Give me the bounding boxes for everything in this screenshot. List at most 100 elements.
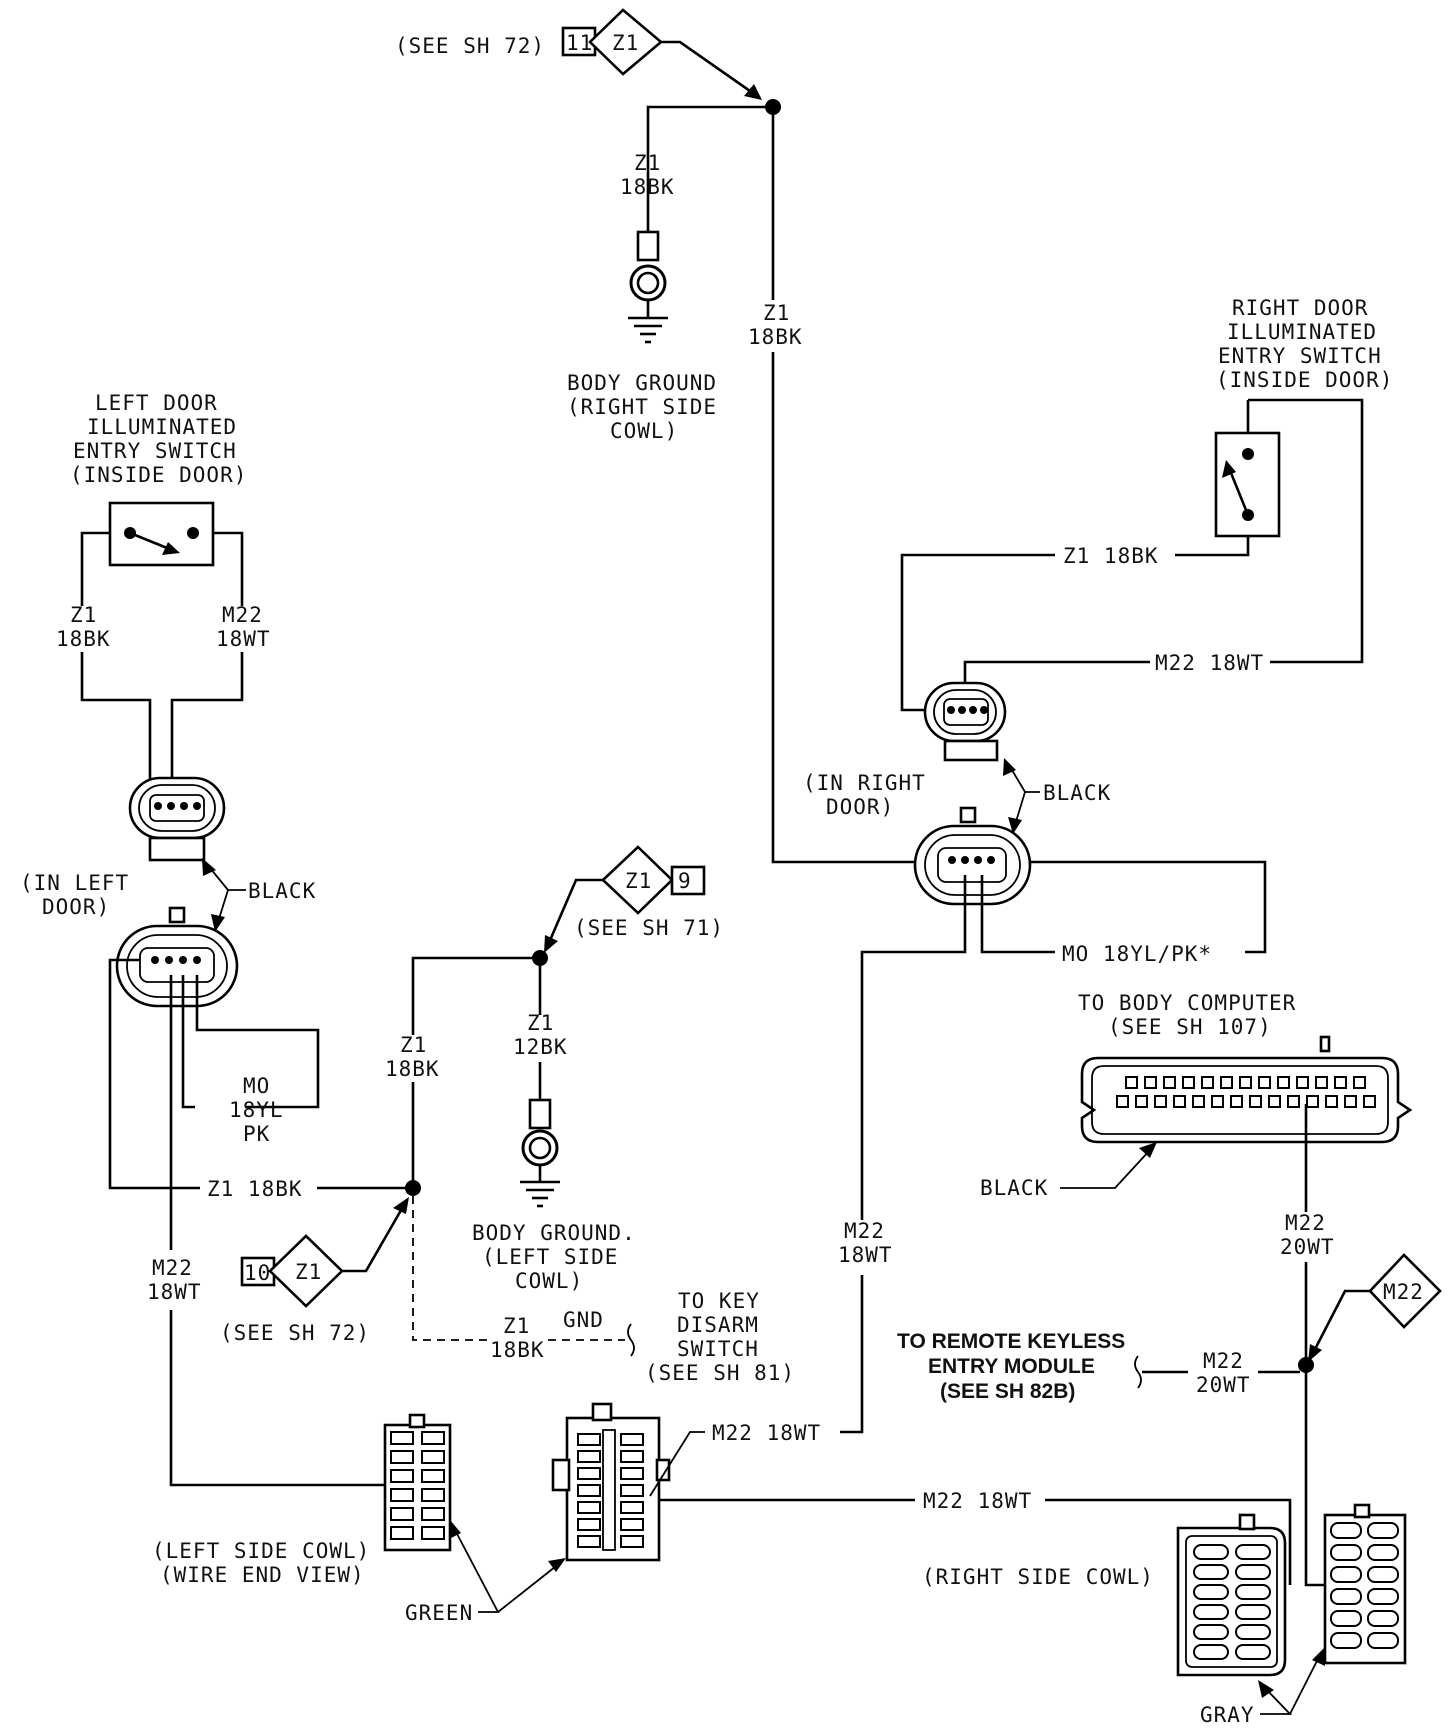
svg-text:BLACK: BLACK <box>248 879 316 903</box>
connector-cavity <box>1193 1584 1229 1600</box>
right-cowl-connector-b <box>1323 1503 1407 1665</box>
right-door-lower-connector <box>913 806 1032 906</box>
svg-text:M22: M22 <box>1285 1211 1326 1235</box>
top-ref-text: (SEE SH 72) <box>395 34 545 58</box>
left-sh72-connector: 10 Z1 <box>240 1234 344 1308</box>
svg-text:MO: MO <box>243 1074 270 1098</box>
connector-cavity <box>1367 1544 1399 1561</box>
svg-text:(LEFT SIDE: (LEFT SIDE <box>482 1245 618 1269</box>
mo-left-wire <box>195 975 320 1109</box>
body-computer-pins-bottom <box>1116 1095 1376 1108</box>
right-ground-name: BODY GROUND (RIGHT SIDE COWL) <box>567 371 717 443</box>
svg-text:M22: M22 <box>152 1256 193 1280</box>
connector-cavity <box>1135 1095 1148 1108</box>
left-ground-name: BODY GROUND. (LEFT SIDE COWL) <box>472 1221 635 1293</box>
top-ref-connector: (SEE SH 72) 11 Z1 <box>395 8 664 76</box>
right-door-switch <box>1214 431 1281 538</box>
connector-cavity <box>577 1518 601 1531</box>
connector-cavity <box>1193 1644 1229 1660</box>
top-ref-arrow <box>744 84 762 100</box>
connector-cavity <box>1230 1095 1243 1108</box>
connector-cavity <box>1296 1076 1309 1089</box>
left-m22-wire-bottom <box>169 1310 385 1487</box>
rsw-z1-wire-left <box>900 553 1055 712</box>
right-cowl-connector-a <box>1176 1513 1287 1677</box>
svg-text:M22: M22 <box>1203 1349 1244 1373</box>
connector-cavity <box>1193 1544 1229 1560</box>
rsw-m22-wire-right <box>1248 398 1364 664</box>
connector-cavity <box>390 1469 414 1483</box>
top-ref-lead <box>661 40 761 100</box>
connector-cavity <box>577 1535 601 1548</box>
svg-text:ENTRY MODULE: ENTRY MODULE <box>928 1355 1095 1378</box>
connector-cavity <box>577 1433 601 1446</box>
connector-cavity <box>1201 1076 1214 1089</box>
left-switch-title: LEFT DOOR ILLUMINATED ENTRY SWITCH (INSI… <box>70 391 246 487</box>
connector-cavity <box>1239 1076 1252 1089</box>
svg-text:ILLUMINATED: ILLUMINATED <box>87 415 237 439</box>
connector-cavity <box>1330 1610 1362 1627</box>
connector-cavity <box>1193 1624 1229 1640</box>
left-z1-wire <box>108 958 200 1190</box>
connector-cavity <box>1235 1544 1271 1560</box>
lsw-z1-upper <box>80 531 110 606</box>
mo-right-wire <box>1030 860 1267 954</box>
connector-cavity <box>390 1431 414 1445</box>
lsw-m22-upper <box>213 531 244 606</box>
svg-text:(WIRE END VIEW): (WIRE END VIEW) <box>160 1563 365 1587</box>
connector-cavity <box>1235 1624 1271 1640</box>
body-computer-connector <box>1080 1035 1413 1144</box>
svg-text:DOOR): DOOR) <box>42 895 110 919</box>
connector-cavity <box>390 1488 414 1502</box>
svg-text:(LEFT SIDE COWL): (LEFT SIDE COWL) <box>152 1539 370 1563</box>
m22-ref-connector: M22 <box>1368 1253 1442 1329</box>
right-door-upper-connector <box>923 681 1007 762</box>
svg-text:TO BODY COMPUTER: TO BODY COMPUTER <box>1078 991 1296 1015</box>
connector-cavity <box>1258 1076 1271 1089</box>
connector-cavity <box>1235 1644 1271 1660</box>
splice-z1-wire-top <box>411 956 540 1035</box>
connector-cavity <box>1144 1076 1157 1089</box>
svg-text:(SEE SH 107): (SEE SH 107) <box>1108 1015 1272 1039</box>
left-door-lower-connector <box>115 906 239 1008</box>
connector-cavity <box>1306 1095 1319 1108</box>
in-left-door-label: (IN LEFT DOOR) <box>20 871 128 919</box>
right-m22-vertical-bottom <box>840 1275 864 1434</box>
svg-text:18BK: 18BK <box>748 325 803 349</box>
connector-cavity <box>577 1467 601 1480</box>
connector-cavity <box>620 1433 644 1446</box>
connector-cavity <box>1211 1095 1224 1108</box>
svg-text:(SEE SH 82B): (SEE SH 82B) <box>940 1380 1075 1403</box>
computer-black-callout: BLACK <box>980 1142 1157 1200</box>
in-right-door-label: (IN RIGHT DOOR) <box>803 771 926 819</box>
key-disarm-break <box>627 1323 635 1357</box>
svg-text:18BK: 18BK <box>490 1338 545 1362</box>
connector-cavity <box>1330 1588 1362 1605</box>
svg-text:BODY GROUND: BODY GROUND <box>567 371 717 395</box>
right-switch-z1-label: Z1 18BK <box>1063 544 1159 568</box>
mo-right-label: MO 18YL/PK* <box>1062 942 1212 966</box>
svg-text:(IN RIGHT: (IN RIGHT <box>803 771 926 795</box>
connector-cavity <box>1125 1076 1138 1089</box>
rsw-m22-wire-left <box>963 660 1150 690</box>
rsw-z1-wire-right <box>1175 536 1250 557</box>
green-m22-lower-wire-right <box>1045 1498 1292 1585</box>
connector-cavity <box>1154 1095 1167 1108</box>
green-m22-upper-lead <box>649 1431 705 1497</box>
dashed-z1-wire <box>412 1196 493 1341</box>
splice-z1-label: Z1 18BK <box>385 1033 439 1081</box>
svg-text:20WT: 20WT <box>1196 1373 1251 1397</box>
left-m22-label: M22 18WT <box>147 1256 201 1304</box>
green-callout: GREEN <box>405 1520 566 1625</box>
left-switch-m22-label: M22 18WT <box>216 603 270 651</box>
connector-cavity <box>1353 1076 1366 1089</box>
connector-cavity <box>1173 1095 1186 1108</box>
connector-cavity <box>1249 1095 1262 1108</box>
m22-ref-arrow <box>1308 1344 1322 1362</box>
svg-text:LEFT DOOR: LEFT DOOR <box>95 391 218 415</box>
connector-cavity <box>1330 1522 1362 1539</box>
connector-cavity <box>620 1501 644 1514</box>
connector-cavity <box>577 1484 601 1497</box>
connector-cavity <box>1367 1566 1399 1583</box>
